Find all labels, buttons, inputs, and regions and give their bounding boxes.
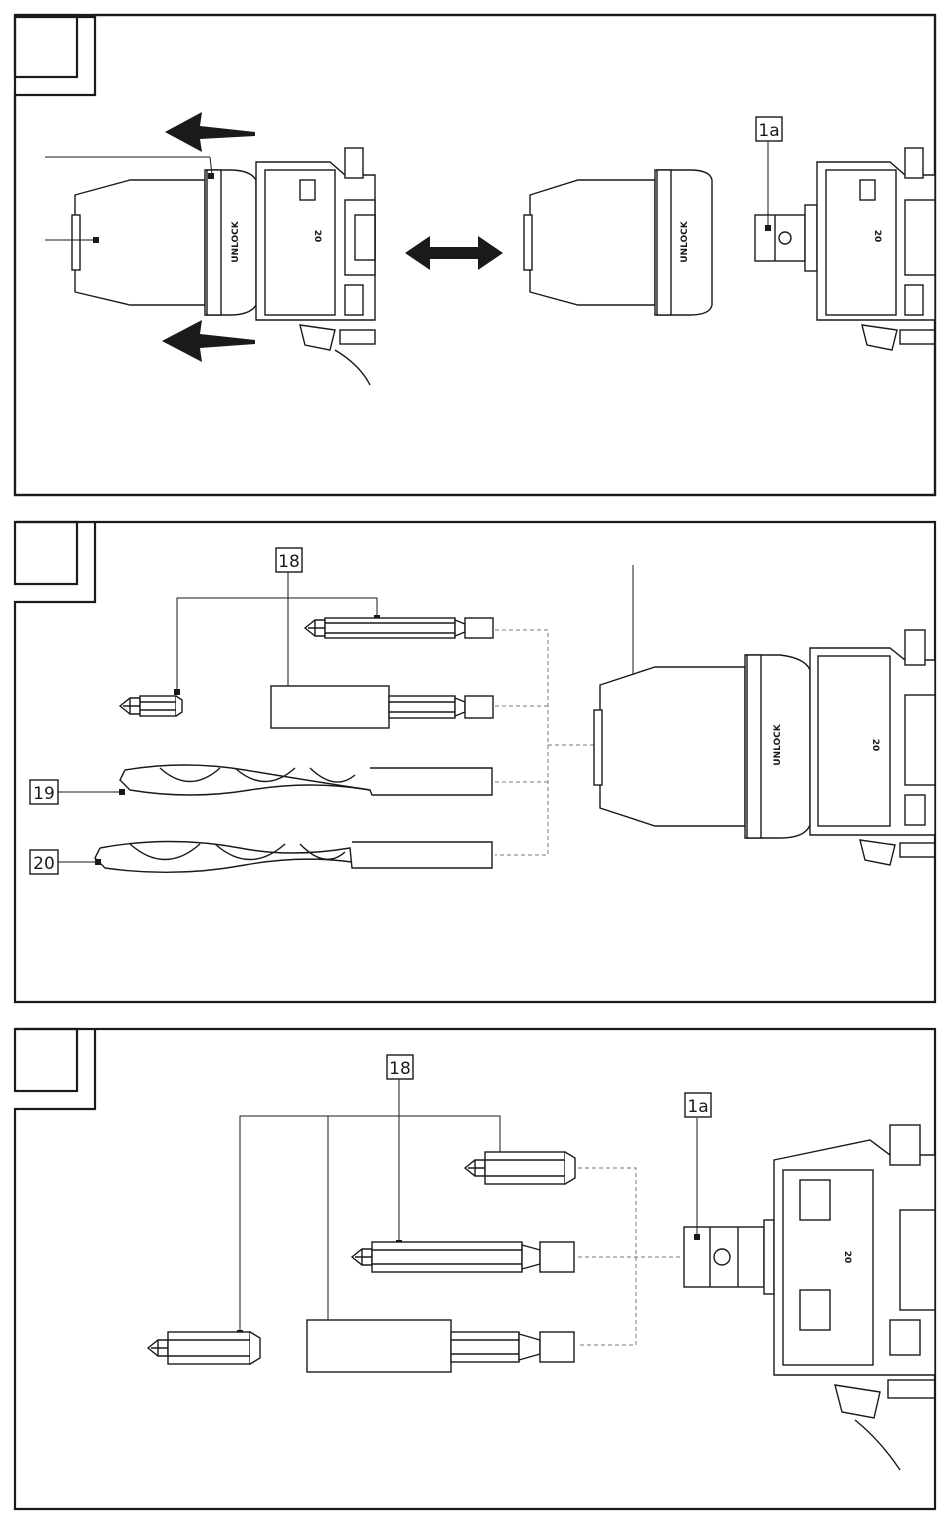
chuck-detached: UNLOCK [524,170,712,315]
callout-1a: 1a [758,121,779,141]
tool-marking-2: 20 [872,230,882,243]
chuck-panel-2: UNLOCK [594,655,810,838]
tool-marking-4: 20 [842,1251,852,1264]
panel-3: 18 [15,1029,935,1509]
tool-marking-1: 20 [312,230,322,243]
panel-1-number-box [15,15,77,77]
short-bit-bottom [148,1332,260,1364]
panel-2-number-box [15,522,77,584]
panel-1: UNLOCK 20 [15,15,935,495]
unlock-label-2: UNLOCK [680,220,690,263]
bit-bracket-p3 [240,1116,500,1333]
callout-19: 19 [33,784,55,804]
panel-2: 18 [15,522,935,1002]
drill-bit-20 [95,842,492,873]
drill-bit-19 [120,765,492,795]
connector-lines-2 [495,630,595,855]
panel-3-number-box [15,1029,77,1091]
long-bit-p3 [352,1242,574,1272]
bit-holder-p3 [307,1320,574,1372]
drill-head-2: 20 [817,148,935,350]
callout-18: 18 [278,552,300,572]
chuck-attached: UNLOCK [72,170,256,315]
spindle-1a-p3: 1a [684,1093,774,1294]
unlock-label-3: UNLOCK [773,723,783,766]
callout-20: 20 [33,854,55,874]
unlock-label-1: UNLOCK [231,220,241,263]
drill-head-4: 20 [774,1125,935,1470]
swap-arrow [405,236,503,270]
pull-arrow-bottom [162,320,255,362]
short-bit-top [465,1152,575,1184]
connector-lines-3 [578,1168,680,1345]
short-bit [120,696,182,716]
pull-arrow-top [165,112,255,152]
drill-head-3: 20 [810,630,935,865]
drill-head-1: 20 [256,148,375,385]
spindle-1a: 1a [755,117,817,271]
callout-1a-p3: 1a [687,1097,708,1117]
bit-holder [271,686,493,728]
callout-18-p3: 18 [389,1059,411,1079]
tool-marking-3: 20 [870,739,880,752]
long-bit [305,618,493,638]
bit-bracket [177,598,377,692]
